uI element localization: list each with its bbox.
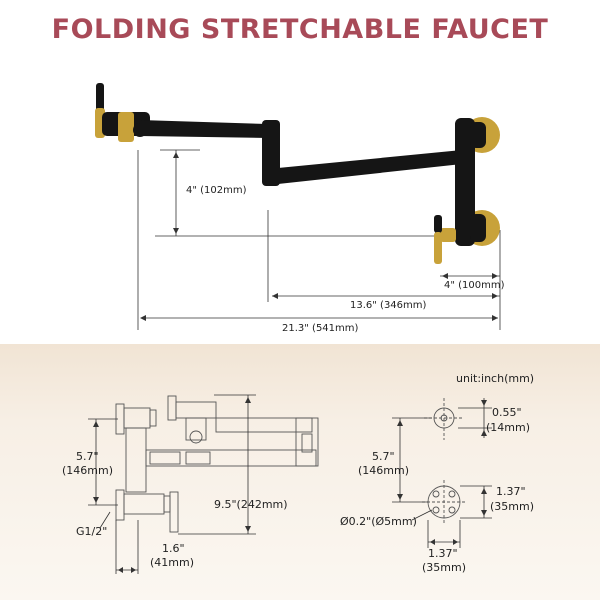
right-handle [434, 215, 442, 233]
spout-brass-collar [118, 112, 134, 142]
dim-wall-offset: 4" (100mm) [444, 280, 505, 291]
right-mount-height-mm: (146mm) [358, 464, 409, 477]
left-technical-drawing [115, 395, 319, 533]
faucet [95, 83, 500, 264]
right-hole-dia-in: 0.55" [492, 406, 522, 419]
top-dimension-lines [137, 149, 501, 330]
right-technical-drawing [422, 398, 466, 524]
valve-brass [440, 228, 456, 242]
right-flange-w-in: 1.37" [496, 485, 526, 498]
left-overall-length: 9.5"(242mm) [214, 498, 288, 511]
dim-height-drop: 4" (102mm) [186, 185, 247, 196]
arm-2 [278, 150, 462, 184]
left-handle [96, 83, 104, 115]
right-screw-dia: Ø0.2"(Ø5mm) [340, 515, 417, 528]
left-thread-size: G1/2" [76, 525, 107, 538]
right-handle-brass [434, 232, 442, 264]
drawing-background [0, 344, 600, 600]
left-depth-mm: (41mm) [150, 556, 194, 569]
arm-1 [140, 120, 268, 138]
right-flange-h-in: 1.37" [428, 547, 458, 560]
right-flange-h-mm: (35mm) [422, 561, 466, 574]
right-mount-height-in: 5.7" [372, 450, 395, 463]
dim-total-reach: 21.3" (541mm) [282, 323, 359, 334]
right-flange-w-mm: (35mm) [490, 500, 534, 513]
product-title: FOLDING STRETCHABLE FAUCET [51, 14, 549, 45]
left-mount-height-mm: (146mm) [62, 464, 113, 477]
top-dimension-arrows [140, 152, 498, 321]
swivel-joint [262, 120, 280, 186]
dim-second-arm: 13.6" (346mm) [350, 300, 427, 311]
left-mount-height-in: 5.7" [76, 450, 99, 463]
unit-label: unit:inch(mm) [456, 372, 534, 385]
wall-mount-body [455, 118, 475, 246]
left-depth-in: 1.6" [162, 542, 185, 555]
right-hole-dia-mm: (14mm) [486, 421, 530, 434]
